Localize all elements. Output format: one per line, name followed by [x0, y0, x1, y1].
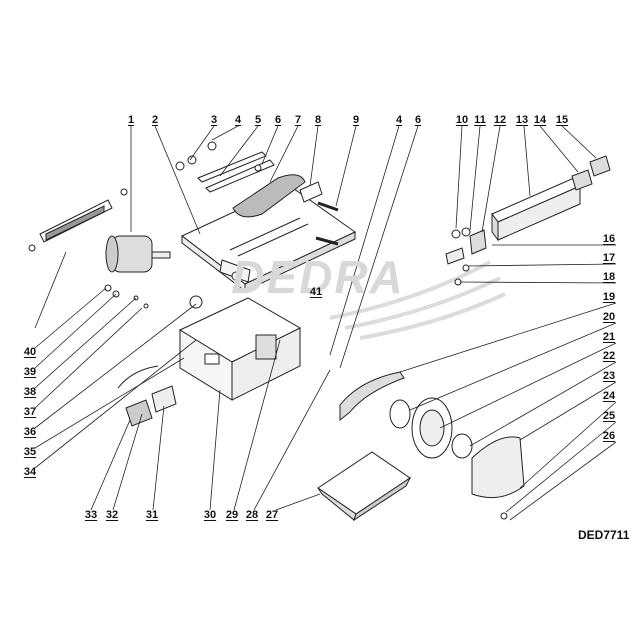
part-label-41: 41 — [309, 286, 323, 298]
base-housing — [178, 297, 302, 401]
part-label-21: 21 — [602, 331, 616, 343]
part-label-39: 39 — [23, 366, 37, 378]
part-label-34: 34 — [23, 466, 37, 478]
part-label-8: 8 — [314, 114, 322, 126]
part-label-4b: 4 — [395, 114, 403, 126]
part-label-38: 38 — [23, 386, 37, 398]
part-label-28: 28 — [245, 509, 259, 521]
part-label-11: 11 — [474, 114, 486, 126]
watermark-text: DEDRA — [231, 251, 405, 303]
top-guard-assembly — [175, 141, 339, 246]
motor — [28, 188, 171, 273]
switch-assembly — [104, 284, 203, 427]
part-label-40: 40 — [23, 346, 37, 358]
part-label-24: 24 — [602, 390, 616, 402]
part-label-26: 26 — [602, 430, 616, 442]
part-label-19: 19 — [602, 291, 616, 303]
part-label-33: 33 — [84, 509, 98, 521]
part-label-3: 3 — [210, 114, 218, 126]
part-label-27: 27 — [265, 509, 279, 521]
part-label-2: 2 — [151, 114, 159, 126]
part-label-20: 20 — [602, 311, 616, 323]
part-label-1: 1 — [127, 114, 135, 126]
part-label-36: 36 — [23, 426, 37, 438]
blade-parts — [339, 371, 525, 520]
part-label-10: 10 — [455, 114, 469, 126]
saw-table-top — [181, 185, 356, 293]
part-label-16: 16 — [602, 233, 616, 245]
part-label-17: 17 — [602, 252, 616, 264]
leader-lines — [34, 125, 617, 521]
part-label-4: 4 — [234, 114, 242, 126]
part-label-6b: 6 — [414, 114, 422, 126]
part-label-30: 30 — [203, 509, 217, 521]
part-label-13: 13 — [515, 114, 529, 126]
part-label-29: 29 — [225, 509, 239, 521]
part-label-37: 37 — [23, 406, 37, 418]
part-label-23: 23 — [602, 370, 616, 382]
part-label-5: 5 — [254, 114, 262, 126]
part-label-22: 22 — [602, 350, 616, 362]
watermark-swoosh — [329, 260, 506, 340]
part-label-32: 32 — [105, 509, 119, 521]
water-tray — [317, 451, 412, 522]
model-code: DED7711 — [578, 528, 630, 542]
part-label-31: 31 — [145, 509, 159, 521]
part-label-6: 6 — [274, 114, 282, 126]
part-label-15: 15 — [555, 114, 569, 126]
part-label-7: 7 — [294, 114, 302, 126]
part-label-18: 18 — [602, 271, 616, 283]
part-label-12: 12 — [493, 114, 507, 126]
part-label-9: 9 — [352, 114, 360, 126]
part-label-14: 14 — [533, 114, 547, 126]
rail-assembly — [445, 155, 611, 286]
part-label-35: 35 — [23, 446, 37, 458]
part-label-25: 25 — [602, 410, 616, 422]
